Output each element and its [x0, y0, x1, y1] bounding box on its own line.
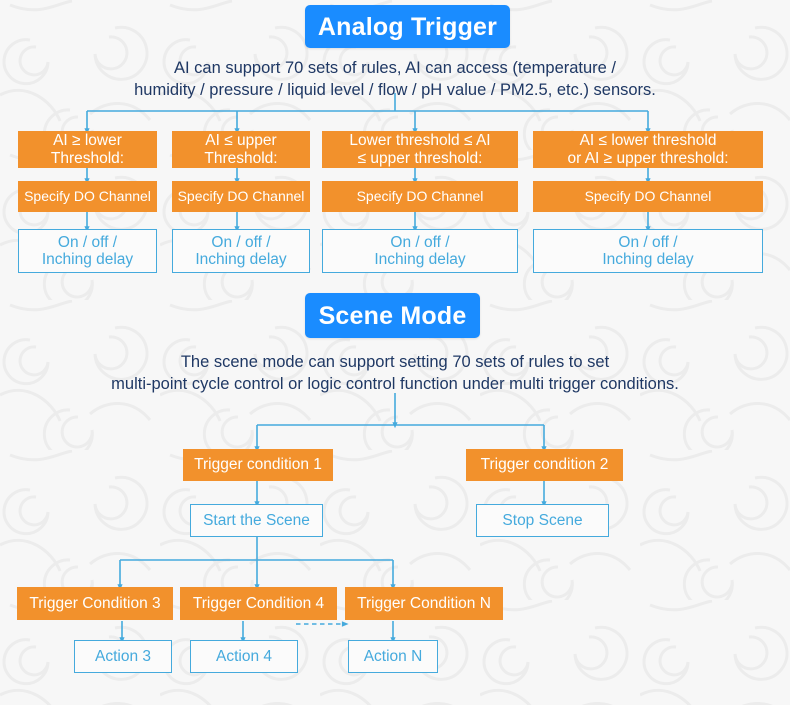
result-box-4: On / off / Inching delay — [533, 229, 763, 273]
specify-do-channel-box-4: Specify DO Channel — [533, 181, 763, 212]
specify-do-channel-box-2: Specify DO Channel — [172, 181, 310, 212]
action-3-box: Action 3 — [74, 640, 172, 673]
result-box-1: On / off / Inching delay — [18, 229, 157, 273]
analog-trigger-description: AI can support 70 sets of rules, AI can … — [134, 59, 656, 99]
analog-trigger-title: Analog Trigger — [305, 5, 510, 48]
trigger-condition-3-box: Trigger Condition 3 — [17, 587, 173, 620]
specify-do-channel-box-3: Specify DO Channel — [322, 181, 518, 212]
action-4-box: Action 4 — [190, 640, 298, 673]
trigger-condition-n-box: Trigger Condition N — [345, 587, 503, 620]
action-n-box: Action N — [348, 640, 438, 673]
scene-mode-title: Scene Mode — [305, 293, 480, 338]
trigger-condition-2-box: Trigger condition 2 — [466, 449, 623, 481]
condition-box-1: AI ≥ lower Threshold: — [18, 131, 157, 168]
trigger-condition-1-box: Trigger condition 1 — [183, 449, 333, 481]
start-the-scene-box: Start the Scene — [190, 504, 323, 537]
result-box-3: On / off / Inching delay — [322, 229, 518, 273]
result-box-2: On / off / Inching delay — [172, 229, 310, 273]
condition-box-4: AI ≤ lower threshold or AI ≥ upper thres… — [533, 131, 763, 168]
scene-mode-description: The scene mode can support setting 70 se… — [111, 353, 679, 393]
specify-do-channel-box-1: Specify DO Channel — [18, 181, 157, 212]
condition-box-3: Lower threshold ≤ AI ≤ upper threshold: — [322, 131, 518, 168]
condition-box-2: AI ≤ upper Threshold: — [172, 131, 310, 168]
trigger-condition-4-box: Trigger Condition 4 — [180, 587, 337, 620]
stop-scene-box: Stop Scene — [476, 504, 609, 537]
